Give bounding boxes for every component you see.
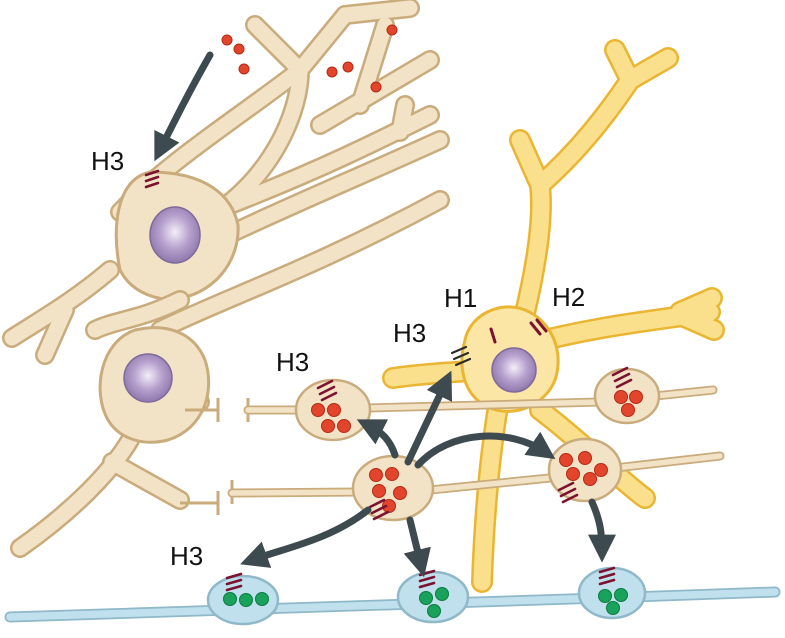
label-h2: H2	[552, 282, 586, 312]
receptor-icon	[489, 318, 548, 344]
vesicle-icon	[326, 66, 338, 78]
vesicle-icon	[327, 403, 341, 417]
curved-arrow-icon	[403, 516, 431, 578]
vesicle-icon	[223, 592, 237, 606]
vesicle-icon	[342, 61, 354, 73]
vesicle-icon	[233, 43, 245, 55]
nucleus-icon	[149, 206, 201, 264]
vesicle-icon	[598, 589, 612, 603]
vesicle-icon	[629, 390, 643, 404]
curved-arrow-icon	[404, 370, 453, 466]
nucleus-icon	[123, 353, 173, 403]
vesicle-icon	[238, 63, 250, 75]
receptor-icon	[316, 366, 633, 521]
vesicle-icon	[385, 467, 399, 481]
vesicles-dendrite	[221, 24, 398, 93]
vesicle-icon	[559, 453, 573, 467]
vesicle-icon	[614, 390, 628, 404]
receptor-icon	[144, 169, 160, 189]
curved-arrow-icon	[414, 431, 556, 469]
vesicle-icon	[427, 604, 441, 618]
neuron-top	[2, 0, 450, 365]
label-h1: H1	[444, 283, 478, 313]
label-h3-mid: H3	[276, 347, 310, 377]
vesicle-icon	[566, 467, 580, 481]
vesicle-icon	[311, 403, 325, 417]
curved-arrow-icon	[154, 51, 214, 162]
vesicle-icon	[435, 587, 449, 601]
curved-arrow-icon	[587, 498, 616, 563]
vesicle-icon	[621, 403, 635, 417]
histamine-axons	[227, 385, 725, 498]
label-h3-bottom: H3	[170, 541, 204, 571]
vesicle-icon	[369, 468, 383, 482]
varicosity-mid-right	[547, 437, 623, 503]
curved-arrow-icon	[356, 419, 399, 459]
vesicle-icon	[583, 472, 597, 486]
receptor-icon	[450, 345, 472, 367]
blue-axon	[4, 586, 781, 623]
vesicle-icon	[370, 81, 382, 93]
astrocyte	[382, 39, 725, 593]
vesicle-icon	[614, 588, 628, 602]
vesicle-icon	[386, 24, 398, 36]
nucleus-icon	[491, 347, 537, 393]
vesicle-icon	[578, 451, 592, 465]
label-h3-astrocyte: H3	[393, 318, 427, 348]
vesicle-icon	[321, 419, 335, 433]
vesicle-icon	[255, 592, 269, 606]
curved-arrow-icon	[240, 506, 372, 568]
arrows	[154, 51, 616, 578]
vesicle-icon	[239, 593, 253, 607]
vesicle-icon	[606, 601, 620, 615]
vesicle-icon	[221, 34, 233, 46]
vesicle-icon	[393, 486, 407, 500]
vesicle-icon	[594, 463, 608, 477]
label-h3-top: H3	[91, 146, 125, 176]
vesicle-icon	[372, 484, 386, 498]
vesicles-green	[223, 587, 628, 618]
vesicles	[311, 390, 643, 513]
vesicle-icon	[419, 591, 433, 605]
vesicle-icon	[337, 419, 351, 433]
